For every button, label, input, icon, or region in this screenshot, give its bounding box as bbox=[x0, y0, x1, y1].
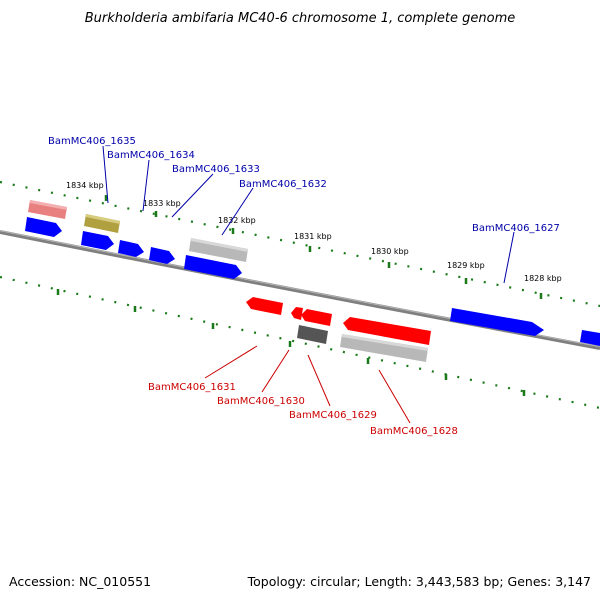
tick-label: 1830 kbp bbox=[371, 247, 409, 256]
gene-bar bbox=[30, 200, 67, 210]
gene-label[interactable]: BamMC406_1627 bbox=[472, 223, 560, 234]
gene-label[interactable]: BamMC406_1634 bbox=[107, 150, 195, 161]
gene-bar bbox=[86, 214, 120, 224]
gene-label[interactable]: BamMC406_1629 bbox=[289, 410, 377, 421]
gene-bar[interactable] bbox=[28, 200, 67, 219]
gene-arrow-forward[interactable] bbox=[450, 308, 544, 336]
tick-label: 1833 kbp bbox=[143, 199, 181, 208]
gene-label[interactable]: BamMC406_1628 bbox=[370, 426, 458, 437]
gene-label[interactable]: BamMC406_1631 bbox=[148, 382, 236, 393]
gene-bar[interactable] bbox=[84, 214, 120, 233]
major-ticks-inner bbox=[56, 289, 526, 396]
gene-bar[interactable] bbox=[189, 238, 248, 262]
gene-bar[interactable] bbox=[340, 334, 428, 362]
gene-label[interactable]: BamMC406_1630 bbox=[217, 396, 305, 407]
genes bbox=[25, 200, 600, 362]
gene-label[interactable]: BamMC406_1633 bbox=[172, 164, 260, 175]
gene-bar[interactable] bbox=[297, 325, 328, 344]
gene-arrow-reverse[interactable] bbox=[301, 309, 332, 326]
gene-labels: BamMC406_1635 BamMC406_1634 BamMC406_163… bbox=[48, 136, 560, 437]
gene-bar bbox=[342, 334, 428, 351]
accession-text: Accession: NC_010551 bbox=[9, 574, 151, 589]
tick-label: 1832 kbp bbox=[218, 216, 256, 225]
tick-label: 1829 kbp bbox=[447, 261, 485, 270]
gene-arrow-forward[interactable] bbox=[580, 330, 600, 346]
gene-bar bbox=[191, 238, 248, 252]
leader-lines bbox=[102, 145, 515, 424]
map-title: Burkholderia ambifaria MC40-6 chromosome… bbox=[85, 11, 515, 26]
tick-labels: 1834 kbp 1833 kbp 1832 kbp 1831 kbp 1830… bbox=[66, 181, 562, 283]
gene-arrow-reverse[interactable] bbox=[291, 307, 303, 320]
gene-arrow-forward[interactable] bbox=[184, 255, 242, 279]
tick-track-inner bbox=[0, 275, 600, 410]
gene-arrow-forward[interactable] bbox=[149, 247, 175, 264]
gene-arrow-reverse[interactable] bbox=[246, 297, 283, 315]
gene-arrow-forward[interactable] bbox=[81, 231, 114, 250]
gene-arrow-forward[interactable] bbox=[25, 217, 62, 237]
gene-arrow-forward[interactable] bbox=[118, 240, 144, 257]
gene-label[interactable]: BamMC406_1635 bbox=[48, 136, 136, 147]
gene-arrow-reverse[interactable] bbox=[343, 317, 431, 345]
tick-label: 1831 kbp bbox=[294, 232, 332, 241]
topology-text: Topology: circular; Length: 3,443,583 bp… bbox=[247, 574, 591, 589]
tick-label: 1834 kbp bbox=[66, 181, 104, 190]
tick-label: 1828 kbp bbox=[524, 274, 562, 283]
major-ticks-outer bbox=[104, 195, 543, 299]
gene-label[interactable]: BamMC406_1632 bbox=[239, 179, 327, 190]
